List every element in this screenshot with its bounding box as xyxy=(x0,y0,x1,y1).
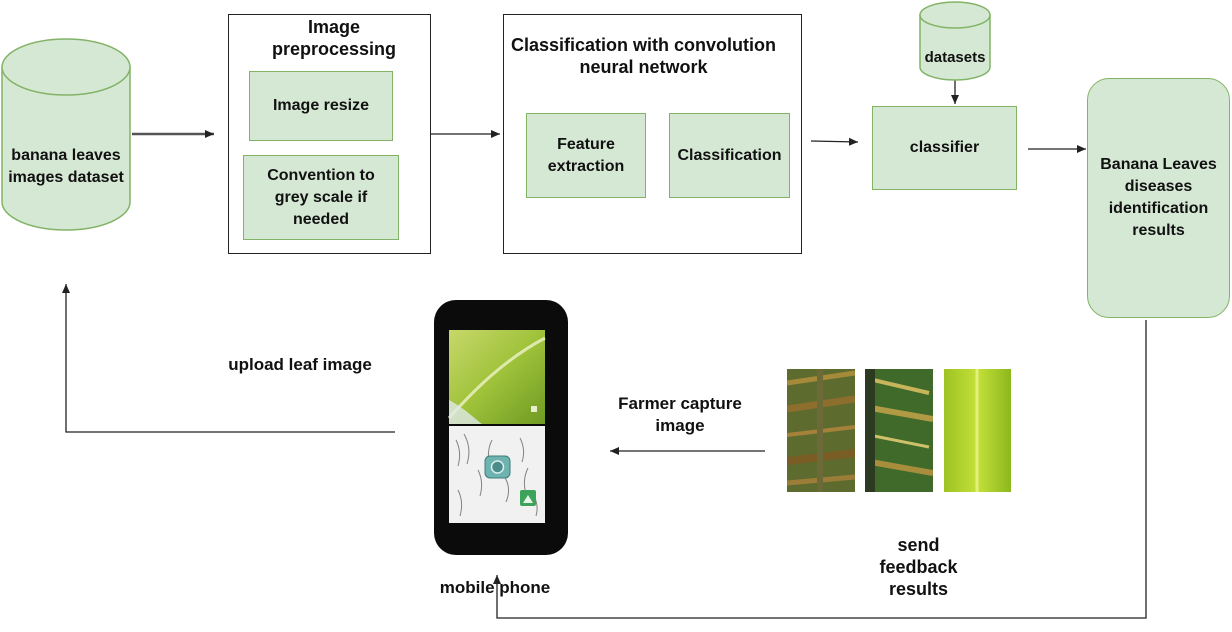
mobile-phone xyxy=(434,300,568,555)
database-icon xyxy=(1,38,131,231)
leaf-photo-diseased-2 xyxy=(864,369,934,492)
image-resize-box: Image resize xyxy=(249,71,393,141)
healthy-leaf-image xyxy=(944,369,1011,492)
preprocessing-title: Image preprocessing xyxy=(271,17,397,59)
arrow-cnn-to-classifier xyxy=(810,137,859,146)
datasets-label: datasets xyxy=(924,49,986,66)
arrow-results-to-phone xyxy=(493,320,1147,619)
dataset-label: banana leaves images dataset xyxy=(8,147,124,186)
send-feedback-label: send feedback results xyxy=(879,535,958,599)
cnn-title: Classification with convolution neural n… xyxy=(510,35,777,77)
mobile-phone-label: mobile phone xyxy=(439,578,551,597)
farmer-capture-label: Farmer capture image xyxy=(618,394,742,435)
phone-illustration xyxy=(434,300,568,555)
classifier-box: classifier xyxy=(872,106,1017,190)
leaf-photo-diseased-1 xyxy=(786,369,856,492)
database-icon xyxy=(919,1,991,81)
datasets-cylinder: datasets xyxy=(919,1,991,81)
classification-box: Classification xyxy=(669,113,790,198)
upload-leaf-image-label: upload leaf image xyxy=(228,355,372,374)
arrow-phone-to-dataset xyxy=(62,284,395,433)
dataset-cylinder: banana leaves images dataset xyxy=(1,37,131,232)
leaf-photo-healthy xyxy=(944,369,1011,492)
diseased-leaf-image xyxy=(786,369,856,492)
diseased-leaf-image xyxy=(864,369,934,492)
feature-extraction-box: Feature extraction xyxy=(526,113,646,198)
grey-scale-box: Convention to grey scale if needed xyxy=(243,155,399,240)
results-box: Banana Leaves diseases identification re… xyxy=(1087,78,1230,318)
